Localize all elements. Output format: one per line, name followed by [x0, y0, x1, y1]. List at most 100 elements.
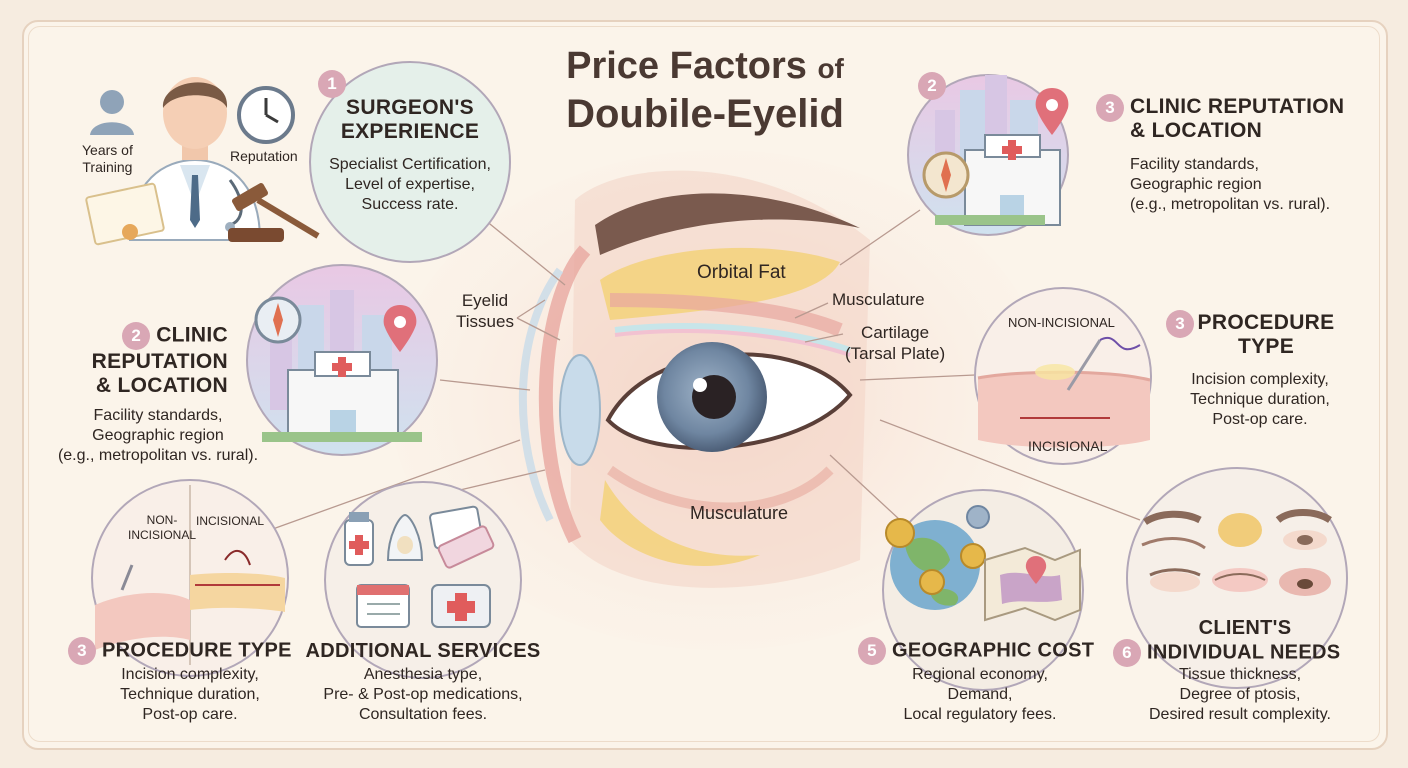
compass-icon-top: [922, 151, 970, 199]
procedure-right-body: Incision complexity, Technique duration,…: [1175, 370, 1345, 430]
connector-lines: [269, 209, 1141, 531]
procedure-right-body-line3: Post-op care.: [1212, 411, 1308, 428]
cornea-side: [559, 354, 601, 466]
additional-body-line1: Anesthesia type,: [363, 666, 483, 683]
first-aid-kit-icon: [431, 584, 491, 628]
location-pin-top: [1035, 88, 1069, 135]
procedure-right-heading-line1: PROCEDURE: [1197, 311, 1335, 334]
clinic-left-heading-line1: CLINIC: [156, 323, 228, 347]
clinic-left-heading-line3: & LOCATION: [95, 374, 228, 397]
clinic-building-top: [935, 75, 1061, 226]
geographic-body-line2: Demand,: [947, 686, 1013, 703]
incisional-label-right: INCISIONAL: [1028, 438, 1108, 454]
procedure-left-heading-text: PROCEDURE TYPE: [102, 639, 292, 662]
procedure-right-heading: PROCEDURE TYPE: [1196, 311, 1336, 359]
globe-icon: [890, 520, 980, 610]
medicine-bottle-icon: [344, 512, 374, 566]
clinic-top-body-line2: Geographic region: [1130, 176, 1262, 193]
procedure-right-illustration: [977, 337, 1151, 448]
procedure-right-body-line2: Technique duration,: [1190, 391, 1330, 408]
additional-body-line2: Pre- & Post-op medications,: [323, 686, 523, 703]
clinic-top-heading: CLINIC REPUTATION & LOCATION: [1130, 95, 1344, 143]
years-line1: Years of: [82, 142, 133, 158]
surgeon-heading: SURGEON'S EXPERIENCE: [325, 96, 495, 144]
client-body-line1: Tissue thickness,: [1178, 666, 1302, 683]
procedure-left-body: Incision complexity, Technique duration,…: [100, 665, 280, 725]
anesthesia-mask-icon: [386, 513, 424, 561]
non-incisional-line2: INCISIONAL: [128, 528, 197, 542]
procedure-right-body-line1: Incision complexity,: [1191, 371, 1329, 388]
geographic-heading-text: GEOGRAPHIC COST: [892, 639, 1095, 662]
eye-illustration: [390, 150, 1050, 650]
surgeon-heading-line1: SURGEON'S: [346, 96, 474, 119]
surgeon-number: 1: [318, 70, 346, 98]
procedure-right-heading-line2: TYPE: [1237, 335, 1295, 358]
calendar-icon: [356, 584, 410, 628]
clinic-top-badge: 2: [918, 72, 946, 100]
musculature-lower-label: Musculature: [690, 503, 789, 523]
procedure-left-heading: 3 PROCEDURE TYPE: [68, 637, 292, 665]
geographic-body-line3: Local regulatory fees.: [903, 706, 1057, 723]
additional-heading: ADDITIONAL SERVICES: [305, 640, 541, 662]
client-heading-line1: CLIENT'S: [1198, 617, 1292, 639]
page-title: Price Factors of Doubile-Eyelid: [520, 44, 890, 137]
cartilage-label-line2: (Tarsal Plate): [845, 344, 946, 363]
cartilage-label-line1: Cartilage: [861, 323, 930, 342]
procedure-right-number: 3: [1166, 310, 1194, 338]
compass-icon-left: [254, 296, 302, 344]
clinic-top-body-line1: Facility standards,: [1130, 156, 1259, 173]
geographic-body: Regional economy, Demand, Local regulato…: [880, 665, 1080, 725]
client-number: 6: [1113, 639, 1141, 667]
orbital-fat-label: Orbital Fat: [697, 262, 786, 283]
clinic-left-number: 2: [122, 322, 151, 350]
gavel-icon: [228, 183, 320, 242]
geographic-body-line1: Regional economy,: [912, 666, 1048, 683]
client-body-line3: Desired result complexity.: [1149, 706, 1331, 723]
years-line2: Training: [82, 159, 133, 175]
client-heading-row2: 6 INDIVIDUAL NEEDS: [1113, 639, 1340, 667]
musculature-upper-label: Musculature: [832, 290, 925, 309]
orbital-fat-lower: [600, 480, 760, 567]
clinic-top-heading-line1: CLINIC REPUTATION: [1130, 95, 1345, 118]
procedure-left-body-line2: Technique duration,: [120, 686, 260, 703]
clinic-left-heading-line2: REPUTATION: [91, 350, 228, 373]
geographic-number: 5: [858, 637, 886, 665]
clinic-top-number: 3: [1096, 94, 1124, 122]
inner-frame: [28, 26, 1380, 742]
surgeon-body-line2: Level of expertise,: [345, 176, 475, 193]
person-icon: [90, 90, 134, 135]
map-icon: [984, 546, 1081, 622]
client-body: Tissue thickness, Degree of ptosis, Desi…: [1130, 665, 1350, 725]
coins-icon: [885, 505, 990, 595]
clinic-top-body-line3: (e.g., metropolitan vs. rural).: [1130, 196, 1331, 213]
cartilage-label: Cartilage (Tarsal Plate): [845, 322, 945, 364]
clinic-top-body: Facility standards, Geographic region (e…: [1130, 155, 1330, 215]
clinic-left-body-line2: Geographic region: [92, 427, 224, 444]
surgeon-circle: [309, 61, 511, 263]
years-of-training-label: Years of Training: [82, 142, 133, 176]
non-incisional-line1: NON-: [146, 513, 178, 527]
client-heading-line2: INDIVIDUAL NEEDS: [1147, 641, 1341, 664]
geographic-heading: 5 GEOGRAPHIC COST: [858, 637, 1094, 665]
procedure-left-number: 3: [68, 637, 96, 665]
location-pin-left: [383, 305, 417, 352]
surgeon-body-line1: Specialist Certification,: [329, 156, 491, 173]
clinic-left-body: Facility standards, Geographic region (e…: [40, 406, 276, 466]
procedure-left-body-line3: Post-op care.: [142, 706, 238, 723]
clinic-left-body-line1: Facility standards,: [93, 407, 223, 424]
additional-body-line3: Consultation fees.: [358, 706, 488, 723]
surgeon-body-line3: Success rate.: [361, 196, 459, 213]
eyebrow: [595, 193, 860, 255]
eyelid-label-line1: Eyelid: [461, 291, 509, 310]
non-incisional-label-left: NON- INCISIONAL: [128, 513, 196, 543]
clock-icon: [237, 86, 295, 144]
title-line2: Doubile-Eyelid: [566, 92, 844, 136]
eyelid-tissues-label: Eyelid Tissues: [456, 290, 514, 332]
clinic-left-body-line3: (e.g., metropolitan vs. rural).: [57, 447, 259, 464]
surgeon-body: Specialist Certification, Level of exper…: [310, 155, 510, 215]
procedure-left-illustration: [95, 485, 285, 665]
eyelid-label-line2: Tissues: [456, 312, 514, 331]
client-body-line2: Degree of ptosis,: [1179, 686, 1301, 703]
